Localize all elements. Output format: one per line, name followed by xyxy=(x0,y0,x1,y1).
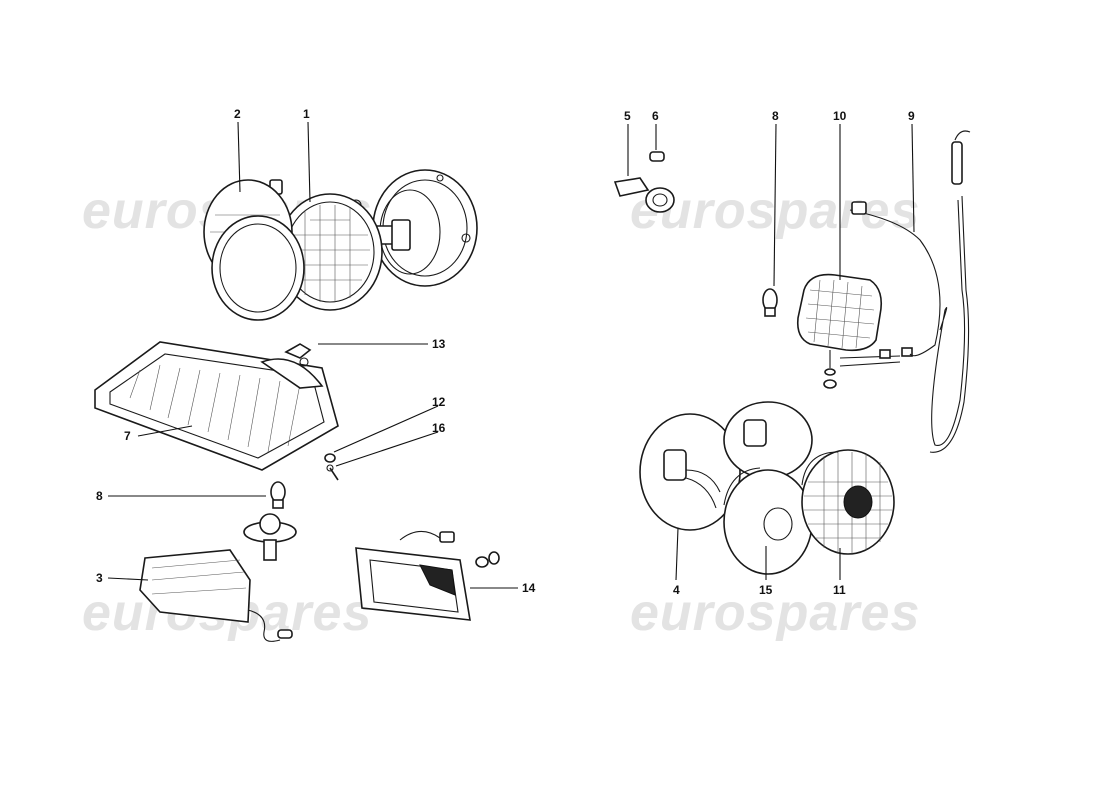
leader-lines xyxy=(107,121,915,589)
callout-12: 12 xyxy=(432,395,446,409)
callout-2: 2 xyxy=(234,107,241,121)
front-indicator-lamp xyxy=(139,549,293,642)
bulb-socket-left xyxy=(243,513,297,561)
callout-5: 5 xyxy=(624,109,631,123)
callout-labels: 2 1 13 12 16 7 8 3 14 5 6 8 10 9 4 15 11 xyxy=(96,107,915,597)
rear-lamp-bulb-holder xyxy=(663,419,767,509)
hinge-clip xyxy=(284,343,312,367)
callout-16: 16 xyxy=(432,421,446,435)
callout-7: 7 xyxy=(124,429,131,443)
rear-lamp-lens-red xyxy=(801,449,895,555)
callout-10: 10 xyxy=(833,109,847,123)
callout-8-left: 8 xyxy=(96,489,103,503)
callout-4: 4 xyxy=(673,583,680,597)
callout-8-right: 8 xyxy=(772,109,779,123)
callout-1: 1 xyxy=(303,107,310,121)
wiring-harness xyxy=(849,130,971,453)
callout-15: 15 xyxy=(759,583,773,597)
side-lamp-holder xyxy=(613,177,675,213)
rear-lamp-lens-clear xyxy=(723,467,813,575)
bulb-right xyxy=(762,288,778,317)
callout-6: 6 xyxy=(652,109,659,123)
callout-14: 14 xyxy=(522,581,536,595)
headlamp-assembly xyxy=(203,169,478,321)
number-plate-lamp xyxy=(796,273,913,389)
bulb-left xyxy=(270,481,286,509)
callout-3: 3 xyxy=(96,571,103,585)
side-lamp-bulb xyxy=(649,151,665,162)
callout-9: 9 xyxy=(908,109,915,123)
headlamp-trim-ring xyxy=(211,215,305,321)
callout-11: 11 xyxy=(833,583,846,597)
washer-part xyxy=(324,453,336,463)
sealed-beam-unit xyxy=(269,179,383,311)
headlamp-housing-cover xyxy=(94,341,339,471)
callout-13: 13 xyxy=(432,337,446,351)
fog-lamp xyxy=(355,530,500,621)
watermark-bottom-right: eurospares xyxy=(630,584,920,642)
screw-part xyxy=(326,464,339,481)
